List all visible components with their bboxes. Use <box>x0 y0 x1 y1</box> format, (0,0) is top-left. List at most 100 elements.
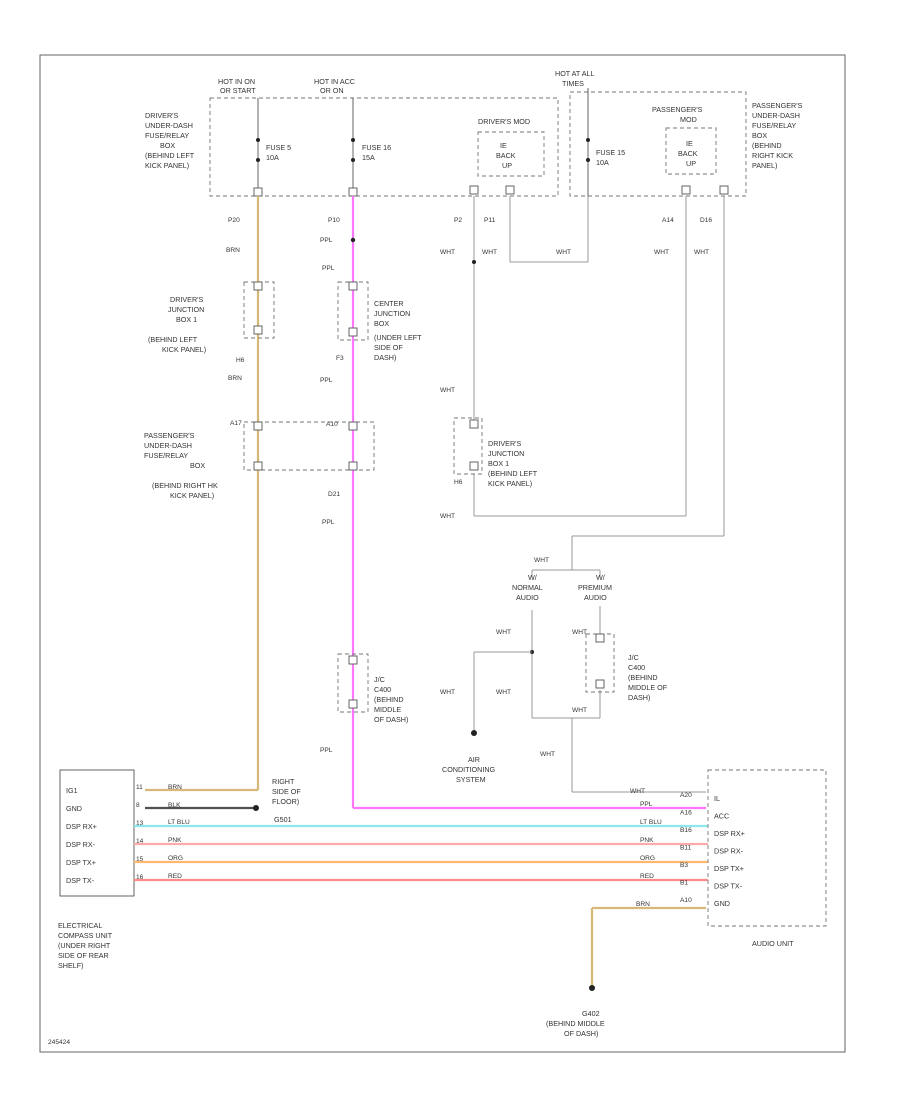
brn-label-ecu: BRN <box>168 784 182 791</box>
jc-right-l1: C400 <box>628 663 645 672</box>
pin-a17-left: A17 <box>230 420 242 427</box>
driver-mod: DRIVER'S MOD IE BACK UP <box>469 117 545 195</box>
pass-mod-up: UP <box>686 159 696 168</box>
pin-p11: P11 <box>484 217 496 224</box>
wht-label-5: WHT <box>694 249 709 256</box>
center-jb-l2: BOX <box>374 319 389 328</box>
signal-wire-label-right: PNK <box>640 837 654 844</box>
driver-mod-up: UP <box>502 161 512 170</box>
compass-unit-title: ELECTRICAL COMPASS UNIT (UNDER RIGHT SID… <box>58 921 113 970</box>
driver-jb2-l3: (BEHIND LEFT <box>488 469 538 478</box>
audio-unit-box <box>707 769 827 927</box>
premium-audio-l2: AUDIO <box>584 593 607 602</box>
center-jb-l3: (UNDER LEFT <box>374 333 422 342</box>
diagram-code: 245424 <box>48 1039 70 1046</box>
jc-right-l0: J/C <box>628 653 639 662</box>
signal-wire-label-right: LT BLU <box>640 819 662 826</box>
fuse-15-label: FUSE 15 <box>596 148 625 157</box>
fuse-5: FUSE 5 10A <box>253 98 291 197</box>
signal-wire-label-left: LT BLU <box>168 819 190 826</box>
premium-audio-l0: W/ <box>596 573 605 582</box>
driver-jb-l1: JUNCTION <box>168 305 204 314</box>
pass-mod-title-1: PASSENGER'S <box>652 105 703 114</box>
jc-left-l0: J/C <box>374 675 385 684</box>
compass-unit-box <box>59 769 135 897</box>
ecu-pin-number: 13 <box>136 820 144 827</box>
fuse-15: FUSE 15 10A <box>586 88 625 196</box>
jc-right-l4: DASH) <box>628 693 650 702</box>
purple-column <box>337 196 706 810</box>
pass-fuse-label-3: BOX <box>752 131 767 140</box>
signal-wire-label-left: RED <box>168 873 182 880</box>
audio-option-labels: W/ NORMAL AUDIO W/ PREMIUM AUDIO <box>512 573 612 602</box>
ecu-pin-label: DSP RX- <box>66 840 96 849</box>
pass-fuse-label-5: RIGHT KICK <box>752 151 793 160</box>
audio-pin-number: A20 <box>680 792 692 799</box>
wht-label-7: WHT <box>440 513 455 520</box>
driver-fuse-box-outline <box>209 97 559 197</box>
pin-a14: A14 <box>662 217 674 224</box>
driver-jb2-l4: KICK PANEL) <box>488 479 532 488</box>
wht-label-2: WHT <box>482 249 497 256</box>
pass-mod-back: BACK <box>678 149 698 158</box>
ppl-label-2: PPL <box>322 265 335 272</box>
fuse-5-rating: 10A <box>266 153 279 162</box>
ecu-title-0: ELECTRICAL <box>58 921 102 930</box>
fuse-15-rating: 10A <box>596 158 609 167</box>
center-jb-l1: JUNCTION <box>374 309 410 318</box>
hot-acc-label-1: HOT IN ACC <box>314 77 355 86</box>
pass-mod: PASSENGER'S MOD IE BACK UP <box>652 105 729 195</box>
diagram-frame <box>39 54 846 1053</box>
ground-g501: RIGHT SIDE OF FLOOR) G501 <box>145 777 301 824</box>
hot-acc-label-2: OR ON <box>320 86 344 95</box>
wht-label-12: WHT <box>496 689 511 696</box>
driver-jb-right: DRIVER'S JUNCTION BOX 1 (BEHIND LEFT KIC… <box>453 417 538 488</box>
pass-fuse-label-0: PASSENGER'S <box>752 101 803 110</box>
ppl-label-1: PPL <box>320 237 333 244</box>
center-jb-l4: SIDE OF <box>374 343 403 352</box>
top-pin-labels: P20 P10 P2 P11 A14 D16 <box>228 217 712 224</box>
driver-jb2-l0: DRIVER'S <box>488 439 522 448</box>
driver-fuse-label-4: (BEHIND LEFT <box>145 151 195 160</box>
ac-system: AIR CONDITIONING SYSTEM <box>442 755 496 784</box>
audio-pin-label: DSP TX- <box>714 882 743 891</box>
pass-mod-ie: IE <box>686 139 693 148</box>
hot-run-label-1: HOT IN ON <box>218 77 255 86</box>
audio-pin-number: B3 <box>680 862 688 869</box>
jc-right-l2: (BEHIND <box>628 673 658 682</box>
wht-label-1: WHT <box>440 249 455 256</box>
center-jb-l0: CENTER <box>374 299 404 308</box>
driver-jb-l3: (BEHIND LEFT <box>148 335 198 344</box>
audio-pin-label: DSP TX+ <box>714 864 744 873</box>
jc-right: J/C C400 (BEHIND MIDDLE OF DASH) <box>585 633 668 702</box>
jc-left-l1: C400 <box>374 685 391 694</box>
pin-h6-left: H6 <box>236 357 245 364</box>
audio-pin-label: GND <box>714 899 730 908</box>
blk-label-ecu: BLK <box>168 802 181 809</box>
pass-mid-l1: UNDER-DASH <box>144 441 192 450</box>
pin-a10-mid: A10 <box>326 421 338 428</box>
ac-l0: AIR <box>468 755 480 764</box>
ac-l1: CONDITIONING <box>442 765 496 774</box>
premium-audio-l1: PREMIUM <box>578 583 612 592</box>
gnd-bottom-l1: (BEHIND MIDDLE <box>546 1019 605 1028</box>
gnd-right-l2: FLOOR) <box>272 797 299 806</box>
driver-jb-l2: BOX 1 <box>176 315 197 324</box>
hot-run-label-2: OR START <box>220 86 256 95</box>
ecu-pin-label: DSP TX+ <box>66 858 96 867</box>
pin-p10: P10 <box>328 217 340 224</box>
audio-pin-label: IL <box>714 794 720 803</box>
normal-audio-l1: NORMAL <box>512 583 543 592</box>
white-wire-labels: WHT WHT WHT WHT WHT WHT WHT WHT WHT WHT … <box>440 249 709 795</box>
driver-fuse-label-1: UNDER-DASH <box>145 121 193 130</box>
gnd-right-l3: G501 <box>274 815 292 824</box>
signal-wire-label-right: ORG <box>640 855 655 862</box>
wht-label-8: WHT <box>534 557 549 564</box>
pass-mid-l5: KICK PANEL) <box>170 491 214 500</box>
power-labels: HOT IN ON OR START HOT IN ACC OR ON HOT … <box>218 69 595 95</box>
wht-label-15: WHT <box>630 788 645 795</box>
ecu-title-3: SIDE OF REAR <box>58 951 109 960</box>
pin-d16: D16 <box>700 217 712 224</box>
ecu-title-4: SHELF) <box>58 961 84 970</box>
